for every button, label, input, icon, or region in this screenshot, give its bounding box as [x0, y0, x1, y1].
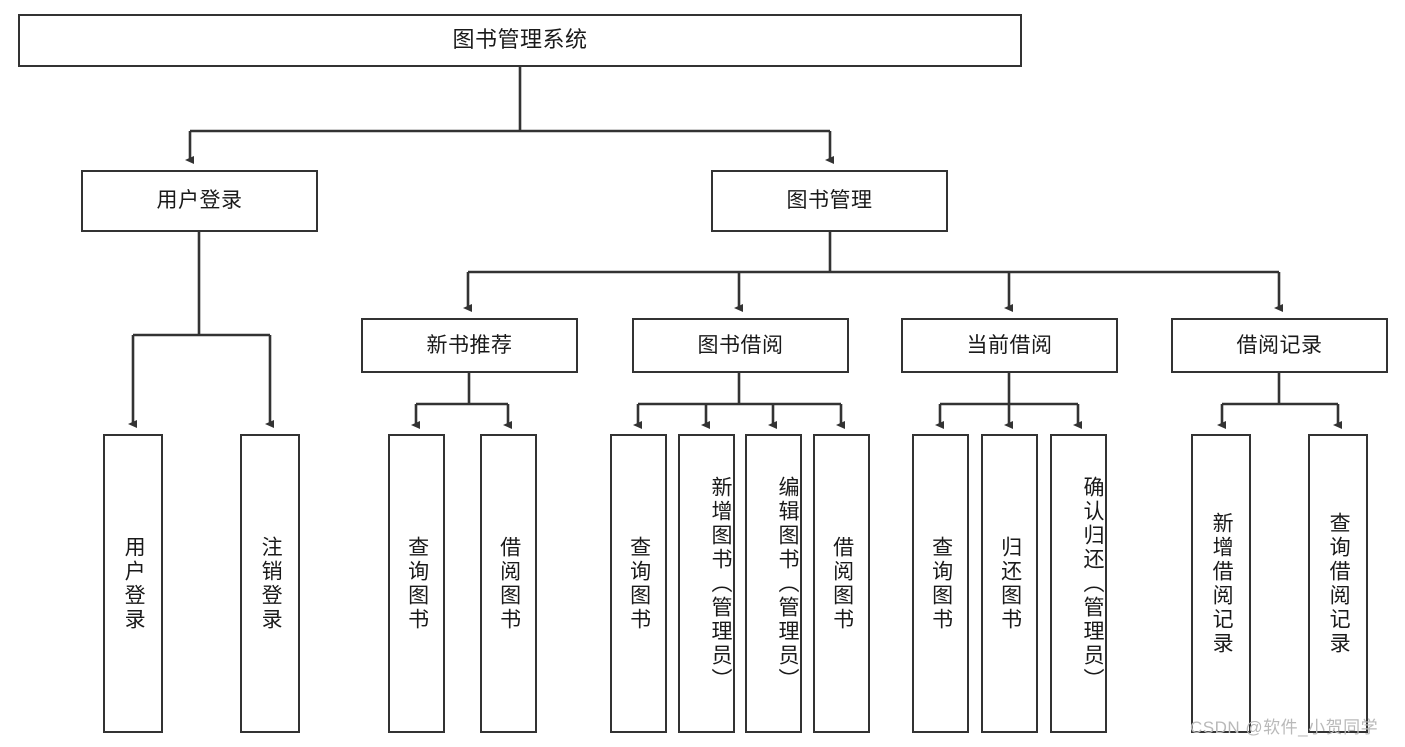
node-label: 查询图书: [929, 535, 953, 632]
node-label: 确认归还（管理员）: [1081, 475, 1104, 692]
node-label: 图书管理系统: [452, 27, 588, 53]
node-label: 查询图书: [405, 535, 429, 632]
node-book-borrow[interactable]: 图书借阅: [632, 318, 849, 373]
node-root-system[interactable]: 图书管理系统: [18, 14, 1022, 67]
leaf-current-borrow-query[interactable]: 查询图书: [912, 434, 969, 733]
leaf-book-borrow-query[interactable]: 查询图书: [610, 434, 667, 733]
node-label: 新增图书（管理员）: [709, 475, 732, 692]
leaf-current-borrow-confirm-return[interactable]: 确认归还（管理员）: [1050, 434, 1107, 733]
node-user-login[interactable]: 用户登录: [81, 170, 318, 232]
watermark-text: CSDN @软件_小贺同学: [1190, 718, 1379, 737]
node-label: 新书推荐: [426, 333, 513, 357]
node-label: 图书管理: [786, 189, 873, 213]
leaf-user-login-login[interactable]: 用户登录: [103, 434, 163, 733]
node-current-borrow[interactable]: 当前借阅: [901, 318, 1118, 373]
node-label: 用户登录: [156, 189, 243, 213]
node-label: 借阅图书: [830, 535, 854, 632]
node-label: 编辑图书（管理员）: [776, 475, 799, 692]
node-label: 借阅图书: [497, 535, 521, 632]
node-label: 新增借阅记录: [1210, 511, 1234, 656]
node-label: 借阅记录: [1236, 333, 1323, 357]
node-label: 归还图书: [998, 535, 1022, 632]
node-label: 图书借阅: [697, 333, 784, 357]
node-new-book-recommend[interactable]: 新书推荐: [361, 318, 578, 373]
leaf-new-book-query[interactable]: 查询图书: [388, 434, 445, 733]
leaf-current-borrow-return[interactable]: 归还图书: [981, 434, 1038, 733]
leaf-book-borrow-add[interactable]: 新增图书（管理员）: [678, 434, 735, 733]
leaf-user-login-logout[interactable]: 注销登录: [240, 434, 300, 733]
node-label: 用户登录: [122, 535, 146, 632]
node-label: 注销登录: [259, 535, 283, 632]
leaf-book-borrow-edit[interactable]: 编辑图书（管理员）: [745, 434, 802, 733]
leaf-new-book-borrow[interactable]: 借阅图书: [480, 434, 537, 733]
leaf-borrow-record-query[interactable]: 查询借阅记录: [1308, 434, 1368, 733]
leaf-borrow-record-add[interactable]: 新增借阅记录: [1191, 434, 1251, 733]
leaf-book-borrow-borrow[interactable]: 借阅图书: [813, 434, 870, 733]
node-label: 当前借阅: [966, 333, 1053, 357]
node-label: 查询借阅记录: [1327, 511, 1351, 656]
node-label: 查询图书: [627, 535, 651, 632]
node-book-management[interactable]: 图书管理: [711, 170, 948, 232]
node-borrow-record[interactable]: 借阅记录: [1171, 318, 1388, 373]
